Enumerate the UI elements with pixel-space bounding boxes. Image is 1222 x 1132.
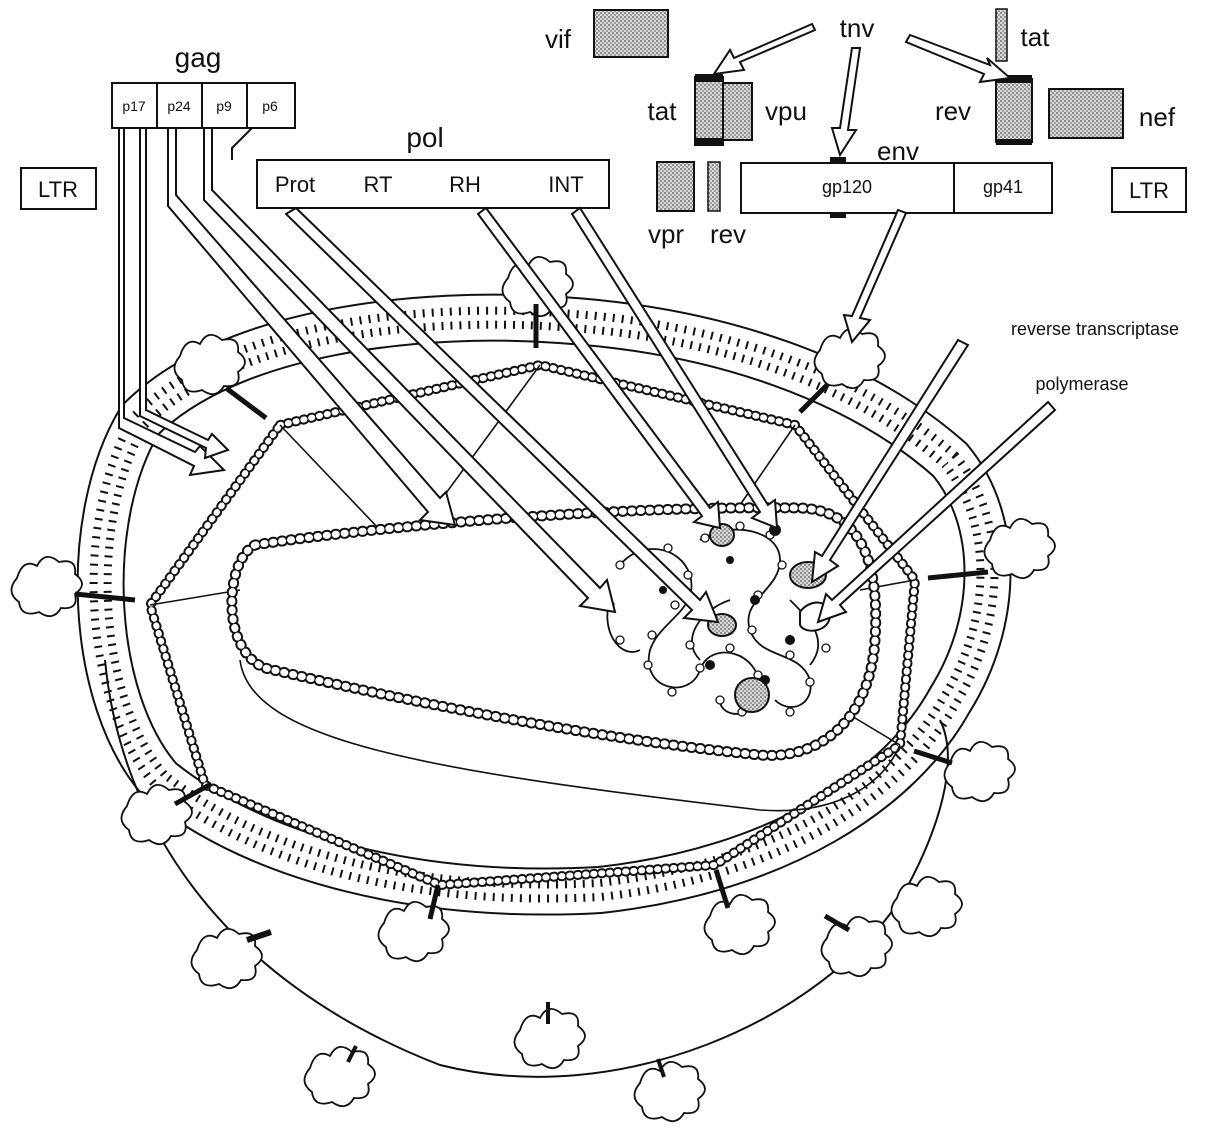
- vpu-box: [723, 83, 752, 140]
- tnv-label: tnv: [840, 13, 875, 43]
- vpr-box: [657, 162, 694, 211]
- vif-label: vif: [545, 24, 572, 54]
- gag-title: gag: [175, 42, 222, 73]
- label-reverse-transcriptase: reverse transcriptase: [1011, 319, 1179, 339]
- rev-lower-label: rev: [710, 219, 746, 249]
- tat-top-label: tat: [1021, 22, 1051, 52]
- label-polymerase: polymerase: [1035, 374, 1128, 394]
- pol-rt: RT: [364, 172, 393, 197]
- vif-box: [594, 10, 668, 57]
- rev-right-box: [996, 79, 1032, 142]
- gag-p17: p17: [122, 98, 146, 114]
- virion: [11, 257, 1055, 1121]
- pol-prot: Prot: [275, 172, 315, 197]
- genome-map: LTR gag p17 p24 p9 p6 pol Prot RT RH INT…: [21, 9, 1186, 249]
- gag-p24: p24: [167, 98, 191, 114]
- tat-exon-box: [695, 77, 723, 145]
- env-title: env: [877, 136, 919, 166]
- rev-right-label: rev: [935, 96, 971, 126]
- nef-label: nef: [1139, 102, 1176, 132]
- env-gp120: gp120: [822, 177, 872, 197]
- vpr-label: vpr: [648, 219, 684, 249]
- pol-int: INT: [548, 172, 583, 197]
- enzyme-bottom: [735, 678, 769, 712]
- rev-lower-box: [708, 162, 720, 211]
- tat-top-box: [996, 9, 1007, 61]
- env-gp41: gp41: [983, 177, 1023, 197]
- pol-rh: RH: [449, 172, 481, 197]
- ltr-left-label: LTR: [38, 177, 78, 202]
- pol-title: pol: [406, 122, 443, 153]
- nef-box: [1049, 89, 1123, 138]
- gag-p9: p9: [216, 98, 232, 114]
- ltr-right-label: LTR: [1129, 178, 1169, 203]
- gag-p6: p6: [262, 98, 278, 114]
- vpu-label: vpu: [765, 96, 807, 126]
- tat-left-label: tat: [648, 96, 678, 126]
